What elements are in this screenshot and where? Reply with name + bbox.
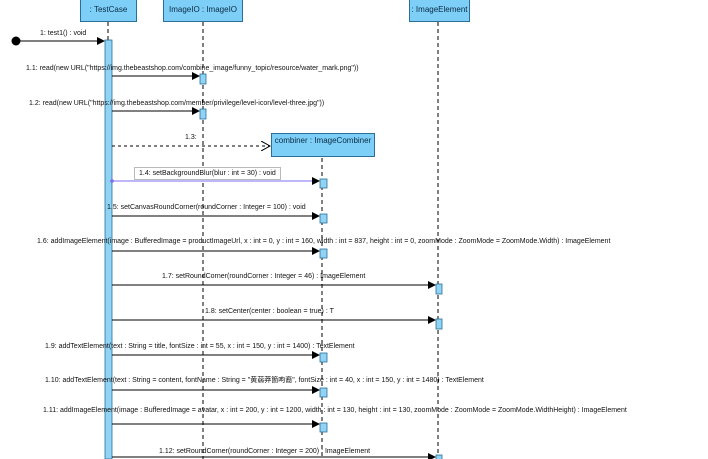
lifeline-head-imageelement: : ImageElement: [409, 0, 470, 22]
activation-combiner-2: [319, 213, 328, 224]
self-call-origin-dot: [110, 179, 114, 183]
activation-imageio-1: [199, 73, 207, 85]
message-label-m1-4: 1.4: setBackgroundBlur(blur : int = 30) …: [134, 167, 281, 180]
message-label-m1-5: 1.5: setCanvasRoundCorner(roundCorner : …: [107, 204, 306, 211]
lifeline-head-combiner: combiner : ImageCombiner: [271, 133, 375, 157]
message-label-m1-8: 1.8: setCenter(center : boolean = true) …: [205, 308, 334, 315]
message-label-m1-9: 1.9: addTextElement(text : String = titl…: [45, 343, 355, 350]
message-label-m1-1: 1.1: read(new URL("https://img.thebeasts…: [26, 65, 359, 72]
activation-testcase: [104, 39, 113, 459]
found-message-dot: [11, 36, 21, 46]
message-label-m1-10: 1.10: addTextElement(text : String = con…: [45, 377, 484, 384]
message-label-m1-11: 1.11: addImageElement(image : BufferedIm…: [43, 407, 627, 414]
lifeline-head-imageio: ImageIO : ImageIO: [163, 0, 243, 22]
activation-imageelement-1: [435, 283, 443, 295]
lifeline-head-testcase: : TestCase: [80, 0, 137, 22]
message-label-m1-7: 1.7: setRoundCorner(roundCorner : Intege…: [162, 273, 366, 280]
activation-combiner-1: [319, 178, 328, 189]
message-label-m1-3: 1.3:: [185, 134, 197, 141]
message-label-m1: 1: test1() : void: [40, 30, 87, 37]
activation-combiner-3: [319, 248, 328, 259]
message-label-m1-12: 1.12: setRoundCorner(roundCorner : Integ…: [159, 448, 371, 455]
message-label-m1-6: 1.6: addImageElement(image : BufferedIma…: [37, 238, 611, 245]
activation-imageio-2: [199, 108, 207, 120]
activation-combiner-5: [319, 387, 328, 398]
activation-combiner-6: [319, 422, 328, 433]
message-label-m1-2: 1.2: read(new URL("https://img.thebeasts…: [29, 100, 325, 107]
activation-combiner-4: [319, 352, 328, 363]
activation-imageelement-2: [435, 318, 443, 330]
activation-imageelement-3: [435, 454, 443, 459]
